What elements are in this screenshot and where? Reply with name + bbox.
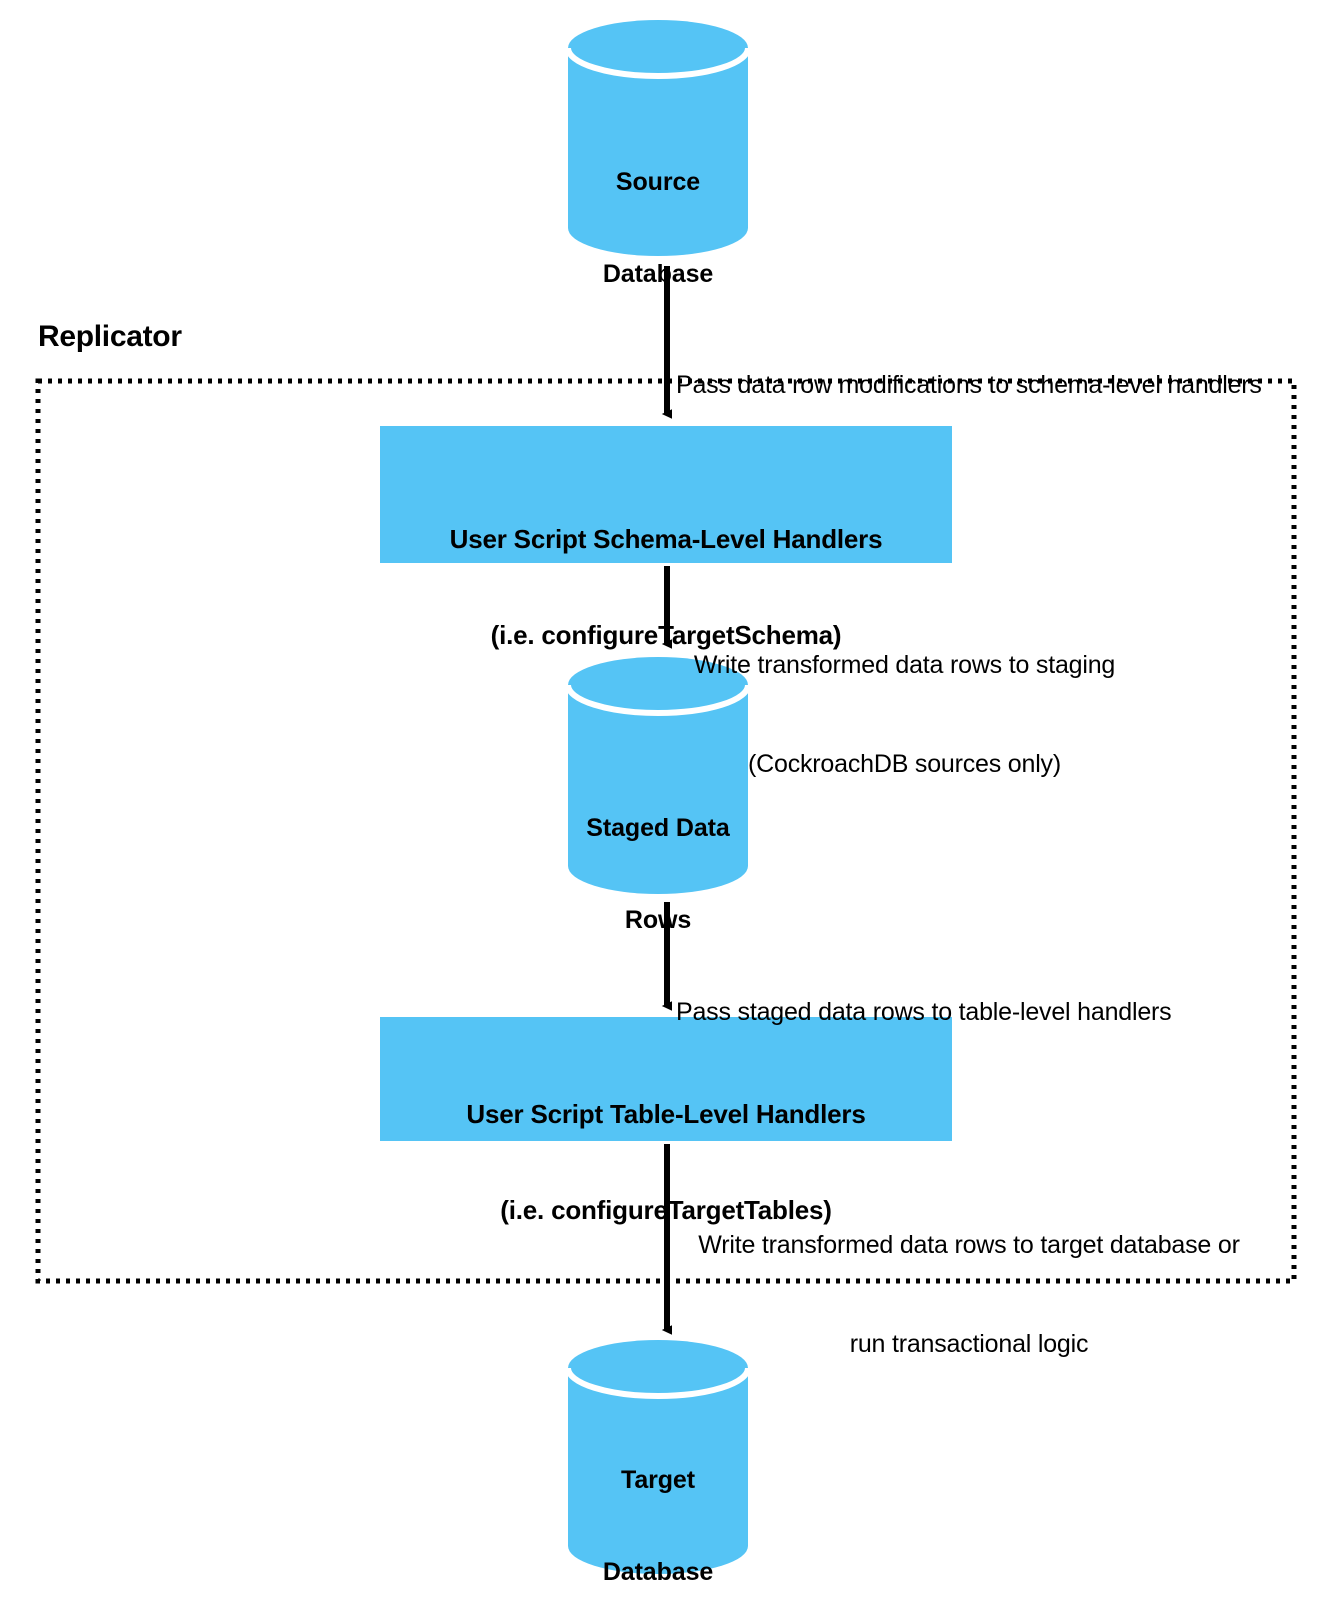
- edge-table-handlers-to-target-label: Write transformed data rows to target da…: [676, 1163, 1276, 1427]
- table-level-handlers-shape: [380, 1017, 952, 1141]
- staged-data-rows-shape: [565, 657, 751, 894]
- edge-table-handlers-to-target-label-line2: run transactional logic: [849, 1330, 1089, 1358]
- edge-schema-handlers-to-staging-label-line1: Write transformed data rows to staging: [693, 651, 1116, 679]
- replicator-group-title: Replicator: [38, 320, 182, 353]
- edge-source-to-schema-handlers-label-line1: Pass data row modifications to schema-le…: [676, 371, 1262, 399]
- edge-schema-handlers-to-staging-label-line2: (CockroachDB sources only): [748, 750, 1061, 778]
- edge-staging-to-table-handlers-label-line1: Pass staged data rows to table-level han…: [676, 998, 1172, 1026]
- edge-staging-to-table-handlers-label: Pass staged data rows to table-level han…: [676, 930, 1316, 1095]
- edge-source-to-schema-handlers-label: Pass data row modifications to schema-le…: [676, 303, 1316, 468]
- source-database-shape: [565, 20, 751, 256]
- target-database-shape: [565, 1340, 751, 1574]
- edge-table-handlers-to-target-label-line1: Write transformed data rows to target da…: [698, 1231, 1240, 1259]
- edge-schema-handlers-to-staging-label: Write transformed data rows to staging (…: [676, 583, 1337, 847]
- schema-level-handlers-shape: [380, 426, 952, 563]
